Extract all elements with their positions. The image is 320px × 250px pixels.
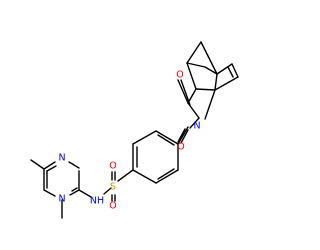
bond xyxy=(43,189,56,197)
bond xyxy=(68,161,80,169)
methyl-bond-left xyxy=(30,159,45,170)
bond xyxy=(186,62,206,68)
imide-o-bottom-label: O xyxy=(177,142,184,153)
norbornene xyxy=(186,41,239,91)
bond xyxy=(157,168,175,180)
bond xyxy=(216,63,233,75)
bond xyxy=(132,130,157,145)
bond xyxy=(195,88,216,91)
bond xyxy=(214,73,218,91)
molecule-canvas: N N NH S O O N O O xyxy=(30,41,239,219)
pyrimidine-n-bottom-label: N xyxy=(58,194,65,205)
molecule-structure: N N NH S O O N O O xyxy=(30,41,239,219)
sulfonyl-o-bottom-label: O xyxy=(109,201,116,212)
bond xyxy=(155,130,179,145)
bond xyxy=(71,187,78,192)
bond-c2-nh xyxy=(78,189,92,198)
pyrimidine-ring xyxy=(43,161,80,197)
sulfonyl-o-top-label: O xyxy=(109,161,116,172)
sulfur-label: S xyxy=(110,182,116,193)
bond xyxy=(204,66,218,75)
bond xyxy=(155,169,179,184)
bond xyxy=(132,169,157,184)
bond xyxy=(157,134,175,146)
bond xyxy=(189,117,200,129)
bond xyxy=(186,41,202,64)
bond xyxy=(69,189,80,196)
pyrimidine-n-top-label: N xyxy=(58,153,65,164)
bond xyxy=(204,89,216,120)
bond xyxy=(43,161,56,170)
bond-benzene-n xyxy=(177,126,189,145)
benzene-ring xyxy=(132,130,179,184)
bond xyxy=(227,66,234,78)
bond-nh-s xyxy=(103,187,112,195)
imide-n-label: N xyxy=(193,121,200,132)
imide-o-top-label: O xyxy=(176,70,183,81)
bond xyxy=(46,165,57,172)
bond xyxy=(186,62,197,90)
bond xyxy=(200,41,218,75)
bond-c-o-top xyxy=(180,79,191,106)
bond-c-o-bottom xyxy=(180,129,189,144)
bond xyxy=(214,76,239,91)
bond-s-benzene xyxy=(117,169,134,182)
bond-c-o-top xyxy=(177,79,189,104)
bond xyxy=(231,63,239,78)
imide-ring xyxy=(187,88,216,129)
bond-c-o-bottom xyxy=(177,128,186,143)
sulfonamide-nh-label: NH xyxy=(90,196,104,207)
bond xyxy=(187,88,197,104)
